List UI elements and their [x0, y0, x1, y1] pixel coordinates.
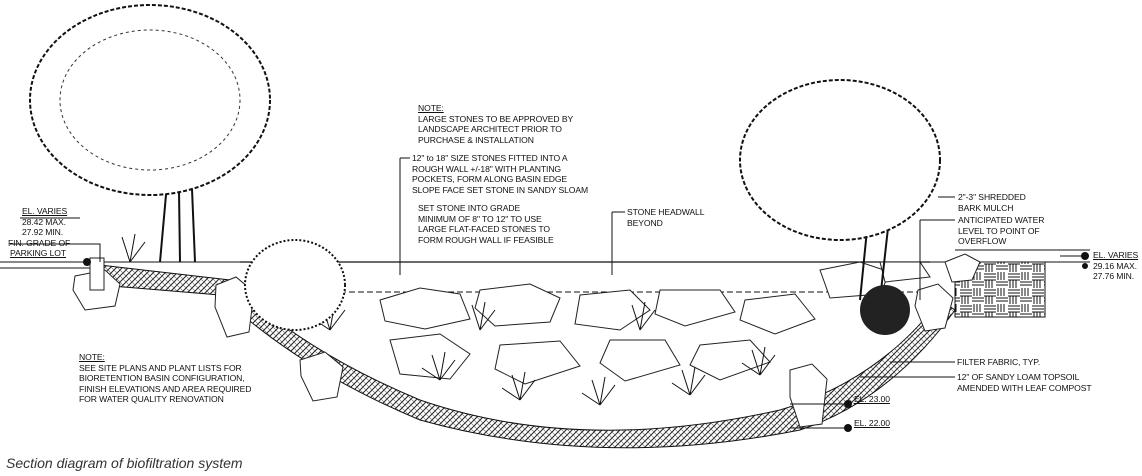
water-level-label: ANTICIPATED WATER LEVEL TO POINT OF OVER… — [958, 215, 1044, 247]
elevation-min: 27.76 MIN. — [1093, 271, 1135, 282]
note-line: ROUGH WALL +/-18" WITH PLANTING — [412, 163, 562, 174]
headwall-label: STONE HEADWALL BEYOND — [627, 207, 705, 228]
note-line: 12" OF SANDY LOAM TOPSOIL — [957, 372, 1080, 382]
note-line: LARGE STONES TO BE APPROVED BY — [418, 113, 574, 124]
note-line: BARK MULCH — [958, 202, 1014, 213]
elevation-title: EL. VARIES — [22, 206, 68, 216]
mulch-label: 2"-3" SHREDDED BARK MULCH — [958, 192, 1026, 213]
filter-fabric-label: FILTER FABRIC, TYP. — [957, 357, 1041, 367]
elevation-title: EL. VARIES — [1093, 250, 1139, 260]
note-line: LEVEL TO POINT OF — [958, 225, 1040, 236]
ground-lines — [0, 249, 1090, 293]
elevation-max: 29.16 MAX. — [1093, 260, 1137, 271]
figure-caption: Section diagram of biofiltration system — [6, 455, 243, 471]
note-line: SLOPE FACE SET STONE IN SANDY SLOAM — [412, 184, 589, 195]
note-line: SET STONE INTO GRADE — [418, 203, 521, 213]
note-line: FORM ROUGH WALL IF FEASIBLE — [418, 234, 554, 245]
topsoil-label: 12" OF SANDY LOAM TOPSOIL AMENDED WITH L… — [957, 372, 1092, 393]
stones — [72, 253, 981, 428]
elevation-min: 27.92 MIN. — [22, 227, 64, 238]
grade-note: SET STONE INTO GRADE MINIMUM OF 8" TO 12… — [418, 203, 554, 245]
elevation-22-label: EL. 22.00 — [854, 418, 890, 428]
note-line: 12" to 18" SIZE STONES FITTED INTO A — [412, 153, 568, 163]
note-line: LARGE FLAT-FACED STONES TO — [418, 224, 550, 235]
right-tree — [739, 79, 941, 335]
right-elevation-label: EL. VARIES 29.16 MAX. 27.76 MIN. — [1093, 250, 1138, 282]
note-line: POCKETS, FORM ALONG BASIN EDGE — [412, 174, 568, 185]
elevation-markers — [83, 252, 1089, 432]
grade-label-2: PARKING LOT — [10, 248, 67, 259]
note-line: AMENDED WITH LEAF COMPOST — [957, 382, 1092, 393]
stones-note: 12" to 18" SIZE STONES FITTED INTO A ROU… — [412, 153, 588, 195]
note-line: MINIMUM OF 8" TO 12" TO USE — [418, 213, 542, 224]
note-line: LANDSCAPE ARCHITECT PRIOR TO — [418, 124, 562, 135]
note-bottom: NOTE: SEE SITE PLANS AND PLANT LISTS FOR… — [79, 352, 252, 405]
note-line: BEYOND — [627, 217, 663, 228]
grade-label: FIN. GRADE OF — [8, 237, 71, 248]
elevation-max: 28.42 MAX. — [22, 216, 66, 227]
note-top: NOTE: LARGE STONES TO BE APPROVED BY LAN… — [418, 103, 573, 145]
note-line: SEE SITE PLANS AND PLANT LISTS FOR — [79, 362, 242, 373]
left-elevation-label: EL. VARIES 28.42 MAX. 27.92 MIN. FIN. GR… — [8, 206, 70, 259]
note-line: FOR WATER QUALITY RENOVATION — [79, 394, 224, 405]
note-line: OVERFLOW — [958, 236, 1007, 247]
leader-lines — [10, 157, 1088, 429]
elevation-23-label: EL. 23.00 — [854, 394, 890, 404]
note-title: NOTE: — [79, 352, 105, 362]
left-tree — [29, 4, 346, 331]
note-line: 2"-3" SHREDDED — [958, 192, 1026, 202]
note-line: FINISH ELEVATIONS AND AREA REQUIRED — [79, 383, 252, 394]
note-line: ANTICIPATED WATER — [958, 215, 1045, 225]
note-line: PURCHASE & INSTALLATION — [418, 134, 534, 145]
note-title: NOTE: — [418, 103, 444, 113]
note-line: BIORETENTION BASIN CONFIGURATION, — [79, 373, 245, 384]
note-line: STONE HEADWALL — [627, 207, 705, 217]
